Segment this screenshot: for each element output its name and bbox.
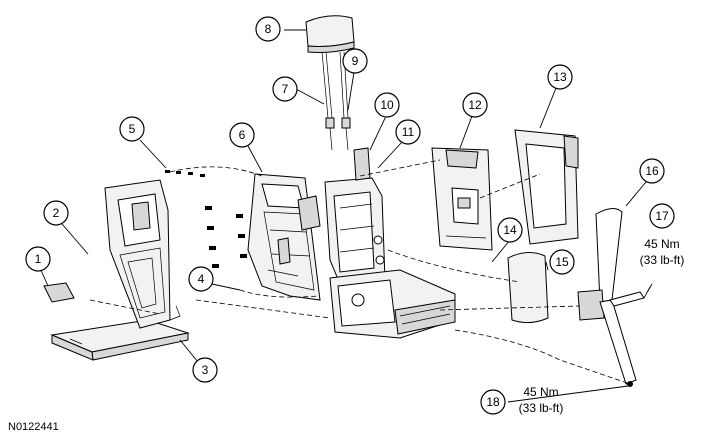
part-center-backrest xyxy=(324,147,386,285)
callout-18: 18 xyxy=(480,389,506,415)
svg-text:16: 16 xyxy=(645,164,659,178)
part-seat-base xyxy=(329,269,456,339)
part-12-back-cover xyxy=(431,147,493,251)
svg-text:18: 18 xyxy=(486,395,500,409)
svg-text:6: 6 xyxy=(239,128,246,142)
callout-14: 14 xyxy=(497,217,523,243)
svg-text:4: 4 xyxy=(198,272,205,286)
torque-18-nm: 45 Nm xyxy=(523,385,558,399)
callout-8: 8 xyxy=(255,16,281,42)
svg-text:15: 15 xyxy=(555,255,569,269)
callout-15: 15 xyxy=(549,249,575,275)
svg-text:9: 9 xyxy=(352,54,359,68)
callout-9: 9 xyxy=(342,48,368,74)
part-left-back-frame xyxy=(104,179,181,329)
torque-spec-18: 45 Nm (33 lb-ft) xyxy=(519,385,564,415)
svg-text:1: 1 xyxy=(35,252,42,266)
part-1-pad xyxy=(43,282,75,303)
svg-text:5: 5 xyxy=(129,122,136,136)
callout-3: 3 xyxy=(192,357,218,383)
torque-17-lbft: (33 lb-ft) xyxy=(640,253,685,267)
callout-2: 2 xyxy=(43,200,69,226)
assembly-dashed-lines xyxy=(89,159,653,385)
svg-text:3: 3 xyxy=(202,363,209,377)
svg-text:17: 17 xyxy=(655,209,669,223)
figure-id: N0122441 xyxy=(8,421,59,433)
svg-text:2: 2 xyxy=(53,206,60,220)
torque-18-lbft: (33 lb-ft) xyxy=(519,401,564,415)
callout-4: 4 xyxy=(188,266,214,292)
svg-text:12: 12 xyxy=(468,98,482,112)
callout-17: 17 xyxy=(649,203,675,229)
part-6-back-frame xyxy=(247,173,321,301)
leader-lines xyxy=(39,29,653,403)
callout-1: 1 xyxy=(25,246,51,272)
torque-spec-17: 45 Nm (33 lb-ft) xyxy=(640,237,685,267)
svg-text:11: 11 xyxy=(402,125,415,139)
callout-13: 13 xyxy=(547,64,573,90)
svg-text:14: 14 xyxy=(503,223,517,237)
part-16-seatbelt xyxy=(577,208,645,387)
callout-5: 5 xyxy=(119,116,145,142)
svg-text:10: 10 xyxy=(380,98,394,112)
callout-11: 11 xyxy=(395,119,421,145)
callout-12: 12 xyxy=(462,92,488,118)
torque-17-nm: 45 Nm xyxy=(644,237,679,251)
callout-7: 7 xyxy=(272,76,298,102)
callout-10: 10 xyxy=(374,92,400,118)
part-13-panel xyxy=(514,129,579,245)
part-7-9-guides xyxy=(325,117,351,151)
svg-text:7: 7 xyxy=(282,82,289,96)
callout-6: 6 xyxy=(229,122,255,148)
part-8-headrest xyxy=(305,15,355,119)
part-3-seat-cover xyxy=(50,319,190,361)
screw-group xyxy=(165,170,247,268)
svg-text:13: 13 xyxy=(553,70,567,84)
callout-16: 16 xyxy=(639,158,665,184)
svg-text:8: 8 xyxy=(265,22,272,36)
part-15-pad xyxy=(507,252,549,324)
